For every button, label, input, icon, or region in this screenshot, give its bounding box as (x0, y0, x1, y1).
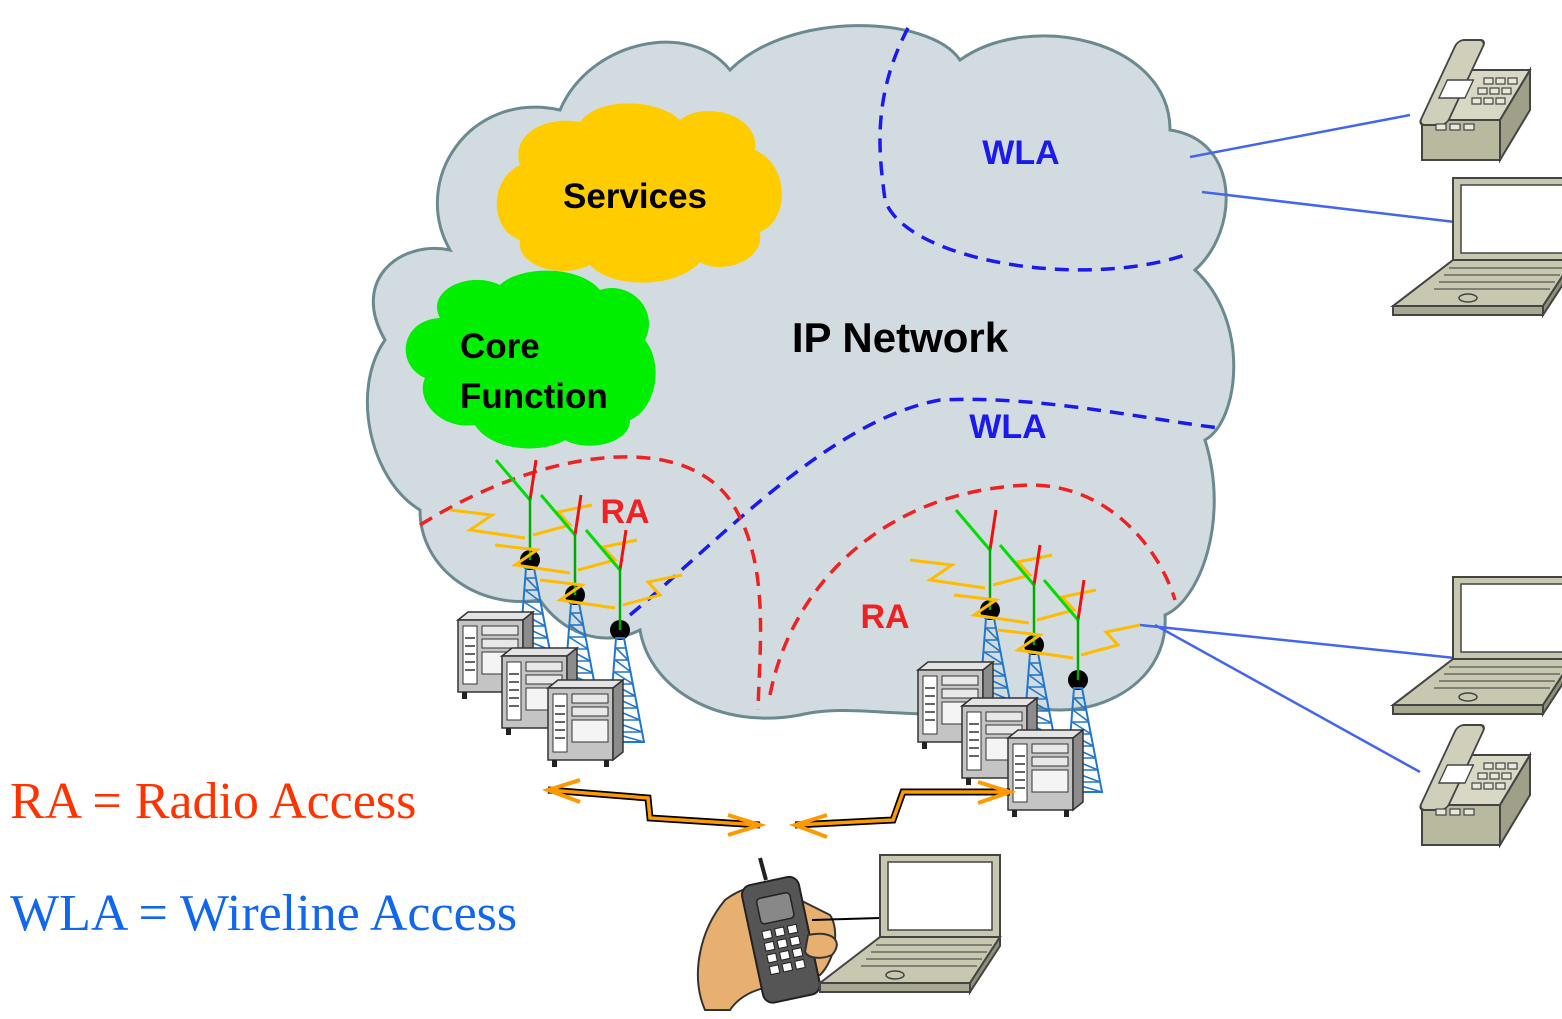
services-label: Services (563, 177, 707, 216)
core-function-blob (405, 270, 656, 449)
legend: RA = Radio Access WLA = Wireline Access (10, 773, 517, 942)
mobile-user (696, 854, 1001, 1011)
region-boundaries (419, 27, 1221, 711)
radio-link-right (788, 780, 1017, 839)
server-icon (547, 679, 624, 768)
core-label-line2: Function (460, 377, 608, 416)
wla-top-boundary (878, 27, 1186, 272)
desk-phone-icon (1417, 39, 1531, 161)
phone-laptop-cable (811, 917, 881, 921)
end-devices (1392, 39, 1562, 846)
mobile-phone-in-hand-icon (696, 857, 838, 1011)
ra-left-label: RA (600, 493, 649, 531)
link-phone-bottom (1154, 623, 1421, 774)
ra-right-boundary (768, 483, 1177, 696)
wla-top-label: WLA (982, 134, 1059, 172)
ip-network-title: IP Network (792, 314, 1009, 361)
server-icon (1007, 729, 1084, 818)
laptop-icon (1392, 177, 1562, 316)
wireline-links (1139, 113, 1456, 774)
radio-links (541, 778, 1017, 839)
services-blob (496, 103, 782, 283)
laptop-icon (1392, 576, 1562, 715)
radio-link-left (541, 778, 767, 837)
link-laptop-top (1201, 190, 1456, 224)
core-label-line1: Core (460, 327, 540, 366)
laptop-icon (819, 854, 1001, 993)
wla-mid-boundary (628, 397, 1221, 617)
wla-mid-label: WLA (969, 408, 1046, 446)
link-laptop-bottom (1139, 623, 1456, 660)
desk-phone-icon (1417, 724, 1531, 846)
legend-ra: RA = Radio Access (10, 773, 416, 830)
ra-left-boundary (419, 455, 763, 711)
ra-right-label: RA (860, 598, 909, 636)
legend-wla: WLA = Wireline Access (10, 885, 517, 942)
link-phone-top (1189, 113, 1411, 159)
